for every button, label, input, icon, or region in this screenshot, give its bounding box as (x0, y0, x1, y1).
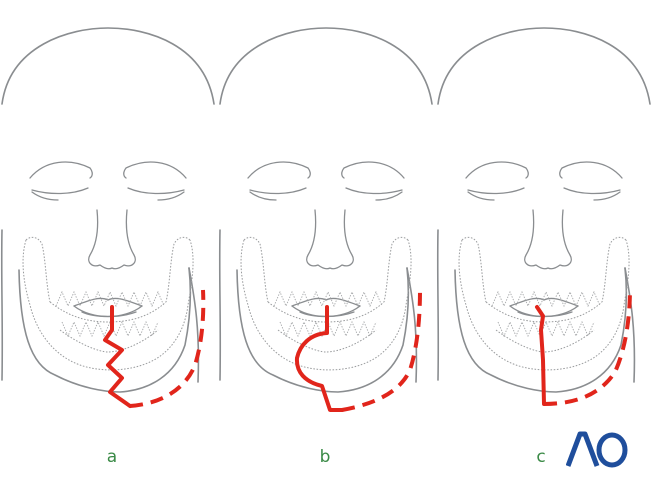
panel-label-a: a (106, 447, 118, 467)
ao-logo: AO (565, 430, 628, 468)
panel-label-c: c (536, 447, 546, 467)
incision-b (294, 289, 422, 412)
face-drawing-b (218, 27, 433, 393)
face-drawing-c (436, 27, 651, 393)
incision-a (103, 289, 206, 408)
panel-label-b: b (319, 447, 331, 467)
incision-c (535, 287, 632, 406)
ao-logo-mark (565, 431, 628, 468)
